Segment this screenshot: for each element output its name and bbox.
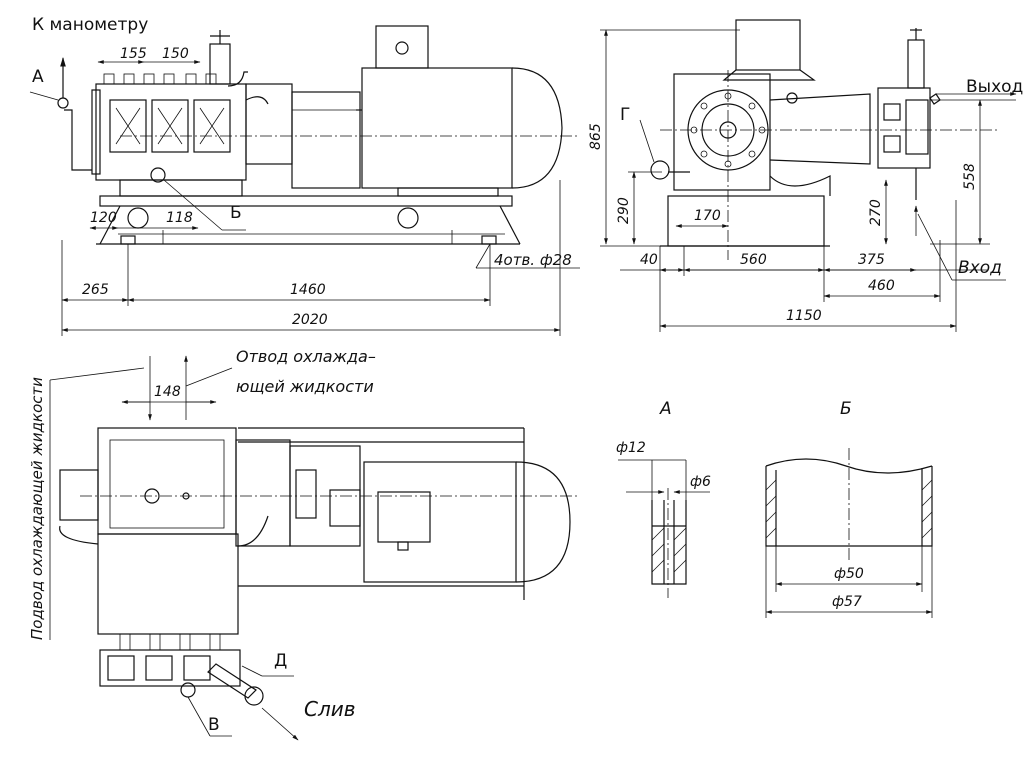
dim-120: 120	[90, 210, 117, 226]
mark-g: Г	[620, 105, 630, 125]
dim-270: 270	[868, 199, 884, 226]
detail-a-title: А	[659, 399, 672, 419]
dim-phi50: ф50	[834, 566, 864, 582]
dim-1150: 1150	[786, 308, 822, 324]
detail-b	[765, 448, 933, 618]
dim-560: 560	[740, 252, 767, 268]
label-coolant-in: Подвод охлаждающей жидкости	[28, 377, 46, 640]
dim-118: 118	[166, 210, 193, 226]
label-to-gauge: К манометру	[32, 15, 148, 35]
dim-155: 155	[120, 46, 147, 62]
front-view	[29, 25, 580, 336]
dim-phi12: ф12	[616, 440, 646, 456]
dim-290: 290	[616, 197, 632, 224]
mark-v: В	[208, 715, 220, 735]
detail-b-title: Б	[840, 399, 852, 419]
dim-375: 375	[858, 252, 885, 268]
dim-265: 265	[82, 282, 109, 298]
label-holes: 4отв. ф28	[494, 251, 572, 269]
side-view	[600, 19, 1017, 332]
top-view	[49, 355, 580, 741]
dim-40: 40	[640, 252, 658, 268]
mark-a: А	[32, 67, 44, 87]
dim-865: 865	[588, 123, 604, 150]
dim-1460: 1460	[290, 282, 326, 298]
label-outlet: Выход	[966, 77, 1023, 97]
dim-460: 460	[868, 278, 895, 294]
mark-b: Б	[230, 203, 242, 223]
dim-558: 558	[962, 163, 978, 190]
label-coolant-out-2: ющей жидкости	[236, 377, 374, 396]
dim-phi6: ф6	[690, 474, 711, 490]
label-inlet: Вход	[958, 258, 1002, 278]
dim-150: 150	[162, 46, 189, 62]
dim-2020: 2020	[292, 312, 328, 328]
label-drain: Слив	[304, 697, 356, 721]
mark-d: Д	[274, 651, 287, 671]
dim-148: 148	[154, 384, 181, 400]
dim-170: 170	[694, 208, 721, 224]
dim-phi57: ф57	[832, 594, 862, 610]
detail-a	[618, 459, 710, 598]
label-coolant-out-1: Отвод охлажда–	[236, 347, 376, 366]
